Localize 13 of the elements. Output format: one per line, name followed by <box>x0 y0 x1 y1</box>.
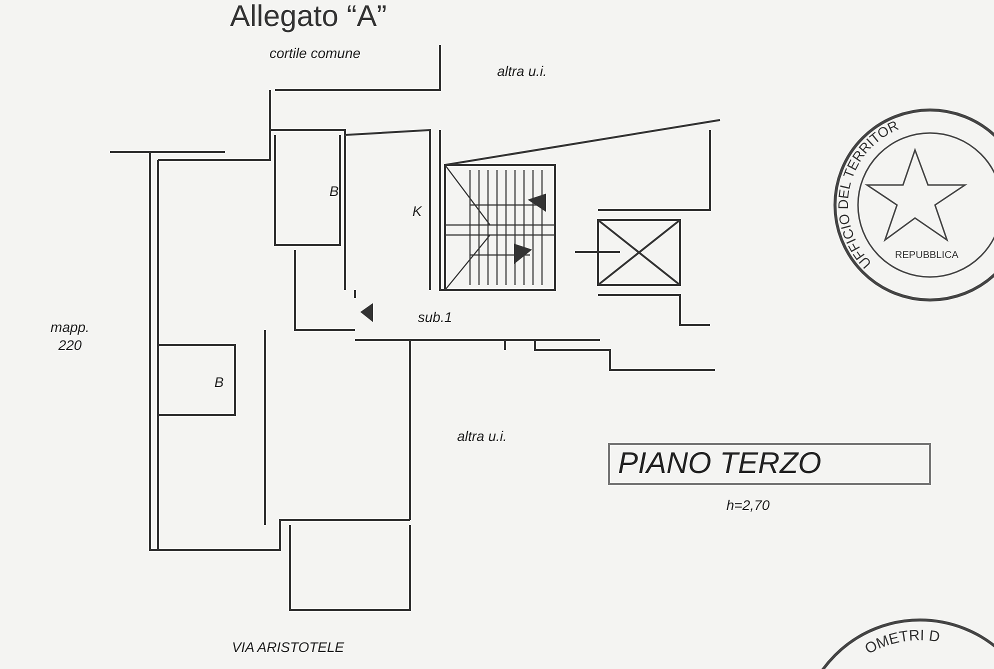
title: Allegato “A” <box>230 0 387 34</box>
height-label: h=2,70 <box>725 496 771 514</box>
room-label: altra u.i. <box>456 427 508 445</box>
room-label: K <box>411 202 423 220</box>
parcel-label: mapp. 220 <box>50 318 90 354</box>
floor-title-box <box>608 443 931 485</box>
street-label: VIA ARISTOTELE <box>230 638 346 656</box>
room-label: B <box>328 182 340 200</box>
room-label: B <box>213 373 225 391</box>
room-label: cortile comune <box>268 44 362 62</box>
room-label: altra u.i. <box>496 62 548 80</box>
floor-title: PIANO TERZO <box>618 449 822 479</box>
unit-label: sub.1 <box>416 308 454 326</box>
